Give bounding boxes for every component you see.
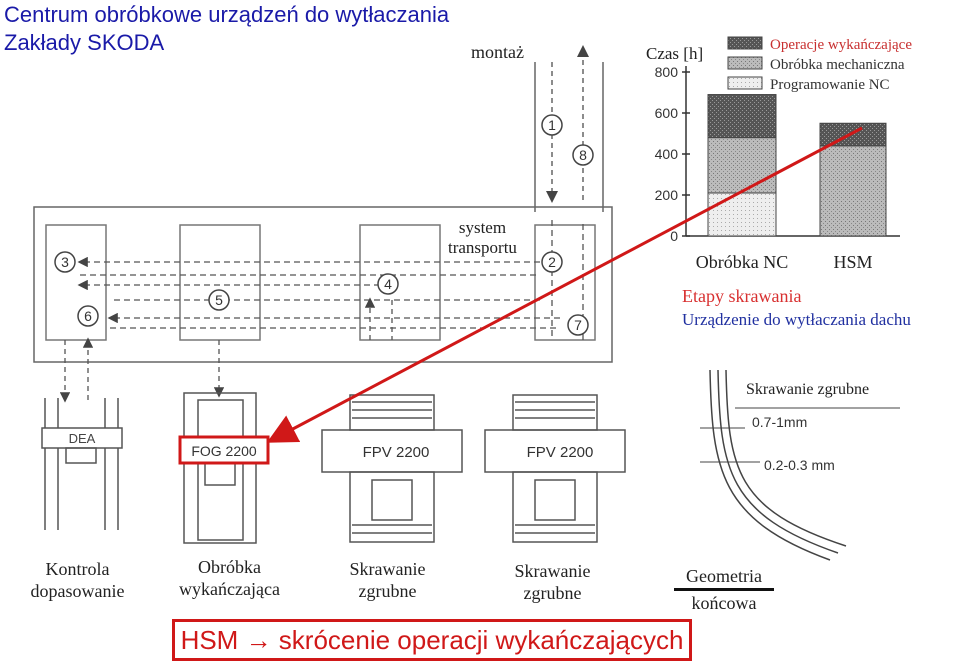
station-caption-line2: zgrubne <box>523 583 582 603</box>
y-tick-label: 600 <box>655 105 679 121</box>
fog-highlight <box>178 435 270 465</box>
station-caption: Geometria końcowa <box>674 564 774 615</box>
geometry-profile <box>700 369 900 561</box>
x-category-label: Obróbka NC <box>696 252 789 272</box>
step-circle-4: 4 <box>377 273 399 295</box>
station-caption-line2: końcowa <box>674 588 774 615</box>
page-title: Centrum obróbkowe urządzeń do wytłaczani… <box>4 2 450 27</box>
bar-segment <box>707 137 777 194</box>
y-tick-label: 800 <box>655 64 679 80</box>
station-caption-line1: Geometria <box>686 566 762 586</box>
legend-swatch <box>727 36 763 50</box>
station-caption: Skrawanie zgrubne <box>495 560 610 604</box>
station-caption-line1: Skrawanie <box>349 559 426 579</box>
station-box-label: FOG 2200 <box>191 443 257 459</box>
station-box-label: FPV 2200 <box>363 444 430 461</box>
legend-label: Programowanie NC <box>770 77 890 93</box>
station-caption-line2: zgrubne <box>358 581 417 601</box>
station-caption: Kontrola dopasowanie <box>20 558 135 602</box>
svg-text:3: 3 <box>61 254 69 270</box>
step-circle-8: 8 <box>572 144 594 166</box>
legend-swatch <box>727 56 763 70</box>
x-category-label: HSM <box>833 252 872 272</box>
rough-cut-label: Skrawanie zgrubne <box>746 381 870 398</box>
transport-label: system transportu <box>448 218 517 258</box>
station-dea <box>41 398 123 530</box>
transport-frame <box>33 206 613 363</box>
station-caption-line2: dopasowanie <box>30 581 125 601</box>
station-caption-line1: Kontrola <box>45 559 110 579</box>
bar-segment <box>819 145 887 237</box>
step-circle-5: 5 <box>208 289 230 311</box>
step-circle-7: 7 <box>567 314 589 336</box>
svg-text:1: 1 <box>548 117 556 133</box>
y-tick-label: 0 <box>670 228 678 244</box>
step-circle-1: 1 <box>541 114 563 136</box>
station-box-label: DEA <box>69 431 96 446</box>
svg-text:4: 4 <box>384 276 392 292</box>
svg-text:6: 6 <box>84 308 92 324</box>
y-tick-label: 200 <box>655 187 679 203</box>
transport-label-line2: transportu <box>448 238 517 257</box>
legend-swatch <box>727 76 763 90</box>
station-box-label: FPV 2200 <box>527 444 594 461</box>
page-subtitle: Zakłady SKODA <box>4 30 165 55</box>
y-tick-label: 400 <box>655 146 679 162</box>
station-caption: Obróbka wykańczająca <box>162 556 297 600</box>
legend-label: Obróbka mechaniczna <box>770 57 905 73</box>
device-label: Urządzenie do wytłaczania dachu <box>682 310 911 329</box>
station-fpv-2 <box>484 394 626 543</box>
dimension-2: 0.2-0.3 mm <box>764 457 835 473</box>
station-caption: Skrawanie zgrubne <box>330 558 445 602</box>
highlight-arrow <box>266 126 863 443</box>
step-circle-2: 2 <box>541 251 563 273</box>
station-fpv-1 <box>321 394 463 543</box>
bar-segment <box>819 122 887 147</box>
station-caption-line2: wykańczająca <box>179 579 280 599</box>
step-circle-6: 6 <box>77 305 99 327</box>
stages-label: Etapy skrawania <box>682 286 802 306</box>
svg-text:5: 5 <box>215 292 223 308</box>
bar-segment <box>707 94 777 139</box>
station-caption-line1: Skrawanie <box>514 561 591 581</box>
dimension-1: 0.7-1mm <box>752 414 808 430</box>
transport-lines <box>77 220 584 340</box>
bar-segment <box>707 192 777 237</box>
transport-label-line1: system <box>458 218 507 237</box>
hsm-banner: HSM → skrócenie operacji wykańczających <box>172 619 692 661</box>
transport-bays <box>45 224 596 341</box>
chart-y-label: Czas [h] <box>646 44 704 63</box>
station-feeds <box>59 297 393 403</box>
step-circle-3: 3 <box>54 251 76 273</box>
assembly-rail <box>534 45 604 212</box>
station-caption-line1: Obróbka <box>198 557 261 577</box>
assembly-label: montaż <box>471 42 524 62</box>
station-fog <box>183 392 257 544</box>
svg-text:2: 2 <box>548 254 556 270</box>
svg-text:7: 7 <box>574 317 582 333</box>
svg-text:8: 8 <box>579 147 587 163</box>
legend-label: Operacje wykańczające <box>770 37 912 53</box>
